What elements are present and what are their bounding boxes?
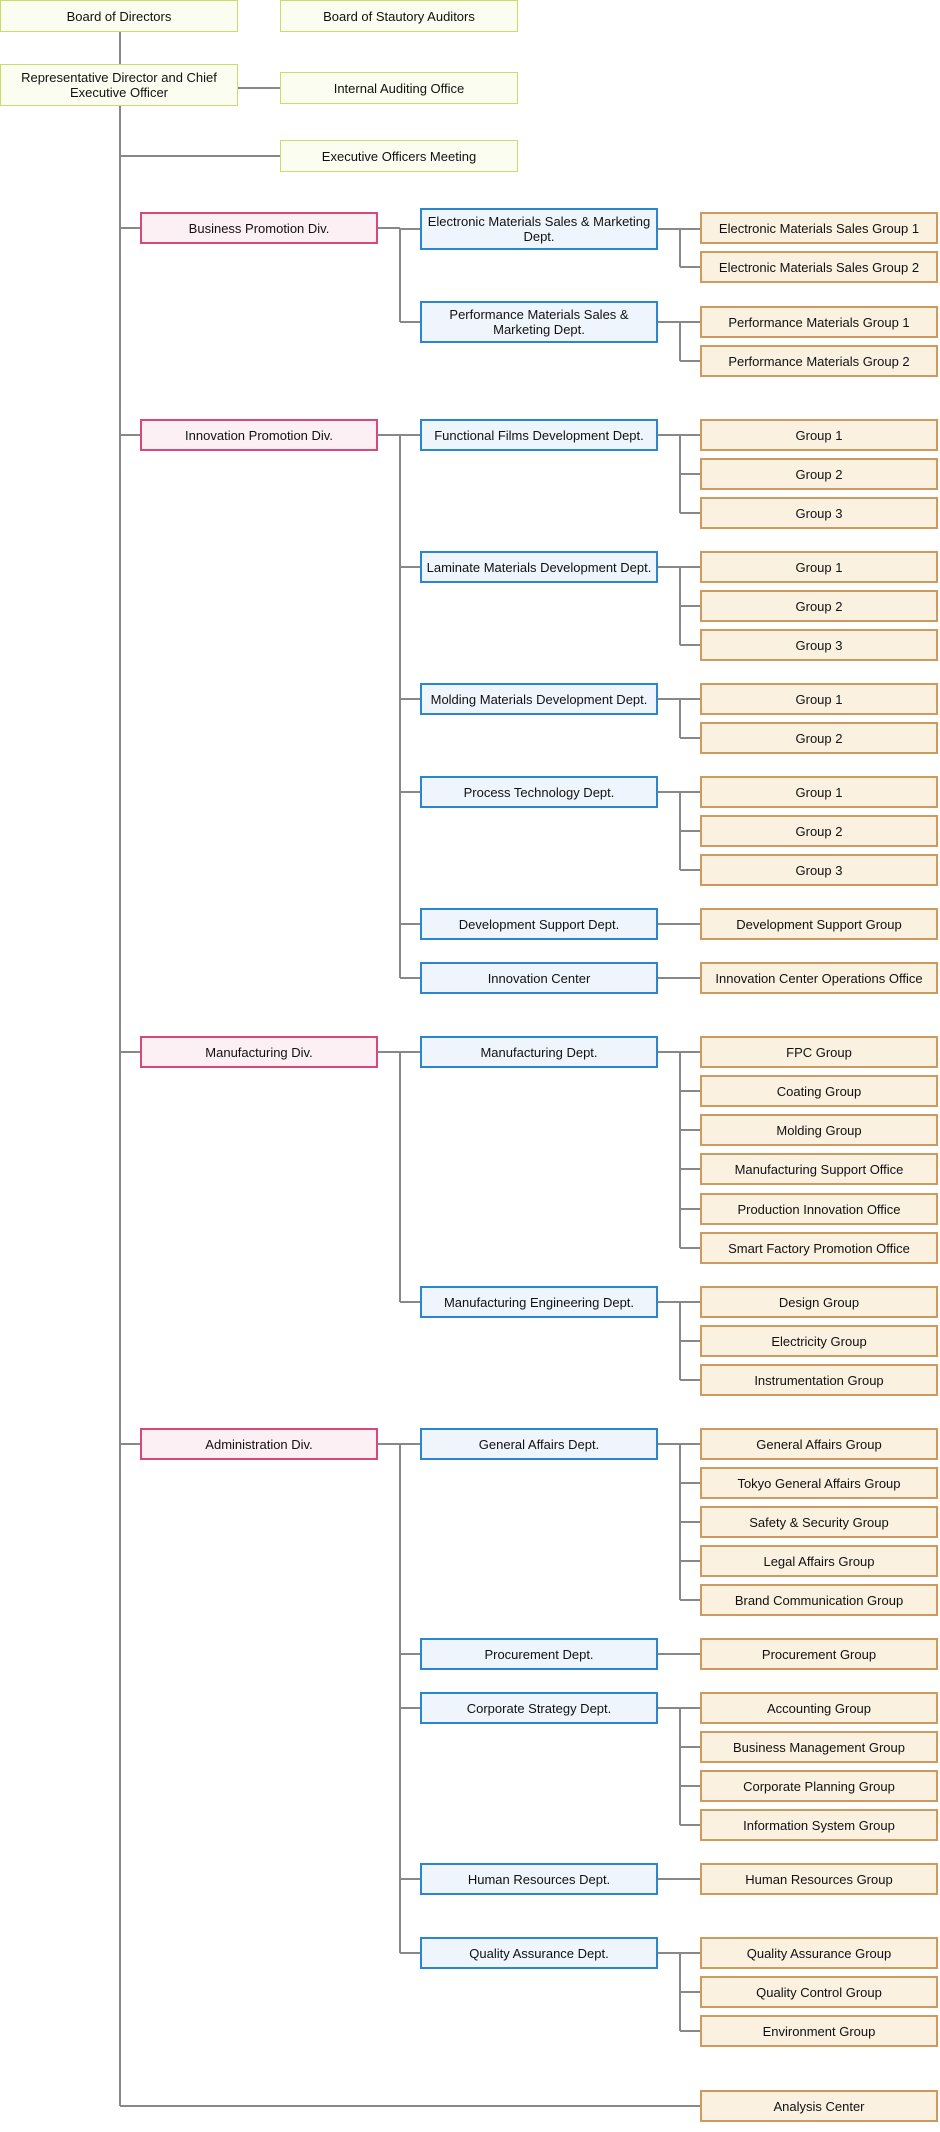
group-box: Group 2 bbox=[700, 722, 938, 754]
group-box: Group 1 bbox=[700, 551, 938, 583]
group-box: Human Resources Group bbox=[700, 1863, 938, 1895]
department-box: Development Support Dept. bbox=[420, 908, 658, 940]
division-box: Innovation Promotion Div. bbox=[140, 419, 378, 451]
group-box: Business Management Group bbox=[700, 1731, 938, 1763]
group-box: Instrumentation Group bbox=[700, 1364, 938, 1396]
group-box: Design Group bbox=[700, 1286, 938, 1318]
department-box: Corporate Strategy Dept. bbox=[420, 1692, 658, 1724]
department-box: Process Technology Dept. bbox=[420, 776, 658, 808]
group-box: FPC Group bbox=[700, 1036, 938, 1068]
group-box: Tokyo General Affairs Group bbox=[700, 1467, 938, 1499]
group-box: Brand Communication Group bbox=[700, 1584, 938, 1616]
board-of-statutory-auditors: Board of Stautory Auditors bbox=[280, 0, 518, 32]
group-box: Electronic Materials Sales Group 1 bbox=[700, 212, 938, 244]
group-box: Manufacturing Support Office bbox=[700, 1153, 938, 1185]
department-box: Functional Films Development Dept. bbox=[420, 419, 658, 451]
department-box: Manufacturing Dept. bbox=[420, 1036, 658, 1068]
analysis-center: Analysis Center bbox=[700, 2090, 938, 2122]
department-box: General Affairs Dept. bbox=[420, 1428, 658, 1460]
division-box: Manufacturing Div. bbox=[140, 1036, 378, 1068]
division-box: Administration Div. bbox=[140, 1428, 378, 1460]
group-box: Smart Factory Promotion Office bbox=[700, 1232, 938, 1264]
department-box: Laminate Materials Development Dept. bbox=[420, 551, 658, 583]
group-box: Development Support Group bbox=[700, 908, 938, 940]
department-box: Manufacturing Engineering Dept. bbox=[420, 1286, 658, 1318]
ceo-box: Representative Director and Chief Execut… bbox=[0, 64, 238, 106]
group-box: Safety & Security Group bbox=[700, 1506, 938, 1538]
group-box: Group 2 bbox=[700, 590, 938, 622]
internal-auditing-office: Internal Auditing Office bbox=[280, 72, 518, 104]
department-box: Procurement Dept. bbox=[420, 1638, 658, 1670]
group-box: Electricity Group bbox=[700, 1325, 938, 1357]
group-box: Coating Group bbox=[700, 1075, 938, 1107]
department-box: Molding Materials Development Dept. bbox=[420, 683, 658, 715]
group-box: Environment Group bbox=[700, 2015, 938, 2047]
group-box: Electronic Materials Sales Group 2 bbox=[700, 251, 938, 283]
board-of-directors: Board of Directors bbox=[0, 0, 238, 32]
group-box: Performance Materials Group 2 bbox=[700, 345, 938, 377]
group-box: General Affairs Group bbox=[700, 1428, 938, 1460]
executive-officers-meeting: Executive Officers Meeting bbox=[280, 140, 518, 172]
group-box: Legal Affairs Group bbox=[700, 1545, 938, 1577]
group-box: Group 1 bbox=[700, 776, 938, 808]
group-box: Quality Control Group bbox=[700, 1976, 938, 2008]
group-box: Group 1 bbox=[700, 683, 938, 715]
group-box: Group 3 bbox=[700, 629, 938, 661]
group-box: Group 2 bbox=[700, 815, 938, 847]
group-box: Quality Assurance Group bbox=[700, 1937, 938, 1969]
department-box: Electronic Materials Sales & Marketing D… bbox=[420, 208, 658, 250]
department-box: Performance Materials Sales & Marketing … bbox=[420, 301, 658, 343]
group-box: Group 3 bbox=[700, 497, 938, 529]
group-box: Information System Group bbox=[700, 1809, 938, 1841]
group-box: Molding Group bbox=[700, 1114, 938, 1146]
group-box: Production Innovation Office bbox=[700, 1193, 938, 1225]
group-box: Innovation Center Operations Office bbox=[700, 962, 938, 994]
group-box: Corporate Planning Group bbox=[700, 1770, 938, 1802]
group-box: Accounting Group bbox=[700, 1692, 938, 1724]
department-box: Innovation Center bbox=[420, 962, 658, 994]
group-box: Group 1 bbox=[700, 419, 938, 451]
division-box: Business Promotion Div. bbox=[140, 212, 378, 244]
department-box: Quality Assurance Dept. bbox=[420, 1937, 658, 1969]
department-box: Human Resources Dept. bbox=[420, 1863, 658, 1895]
group-box: Group 3 bbox=[700, 854, 938, 886]
group-box: Procurement Group bbox=[700, 1638, 938, 1670]
group-box: Performance Materials Group 1 bbox=[700, 306, 938, 338]
group-box: Group 2 bbox=[700, 458, 938, 490]
